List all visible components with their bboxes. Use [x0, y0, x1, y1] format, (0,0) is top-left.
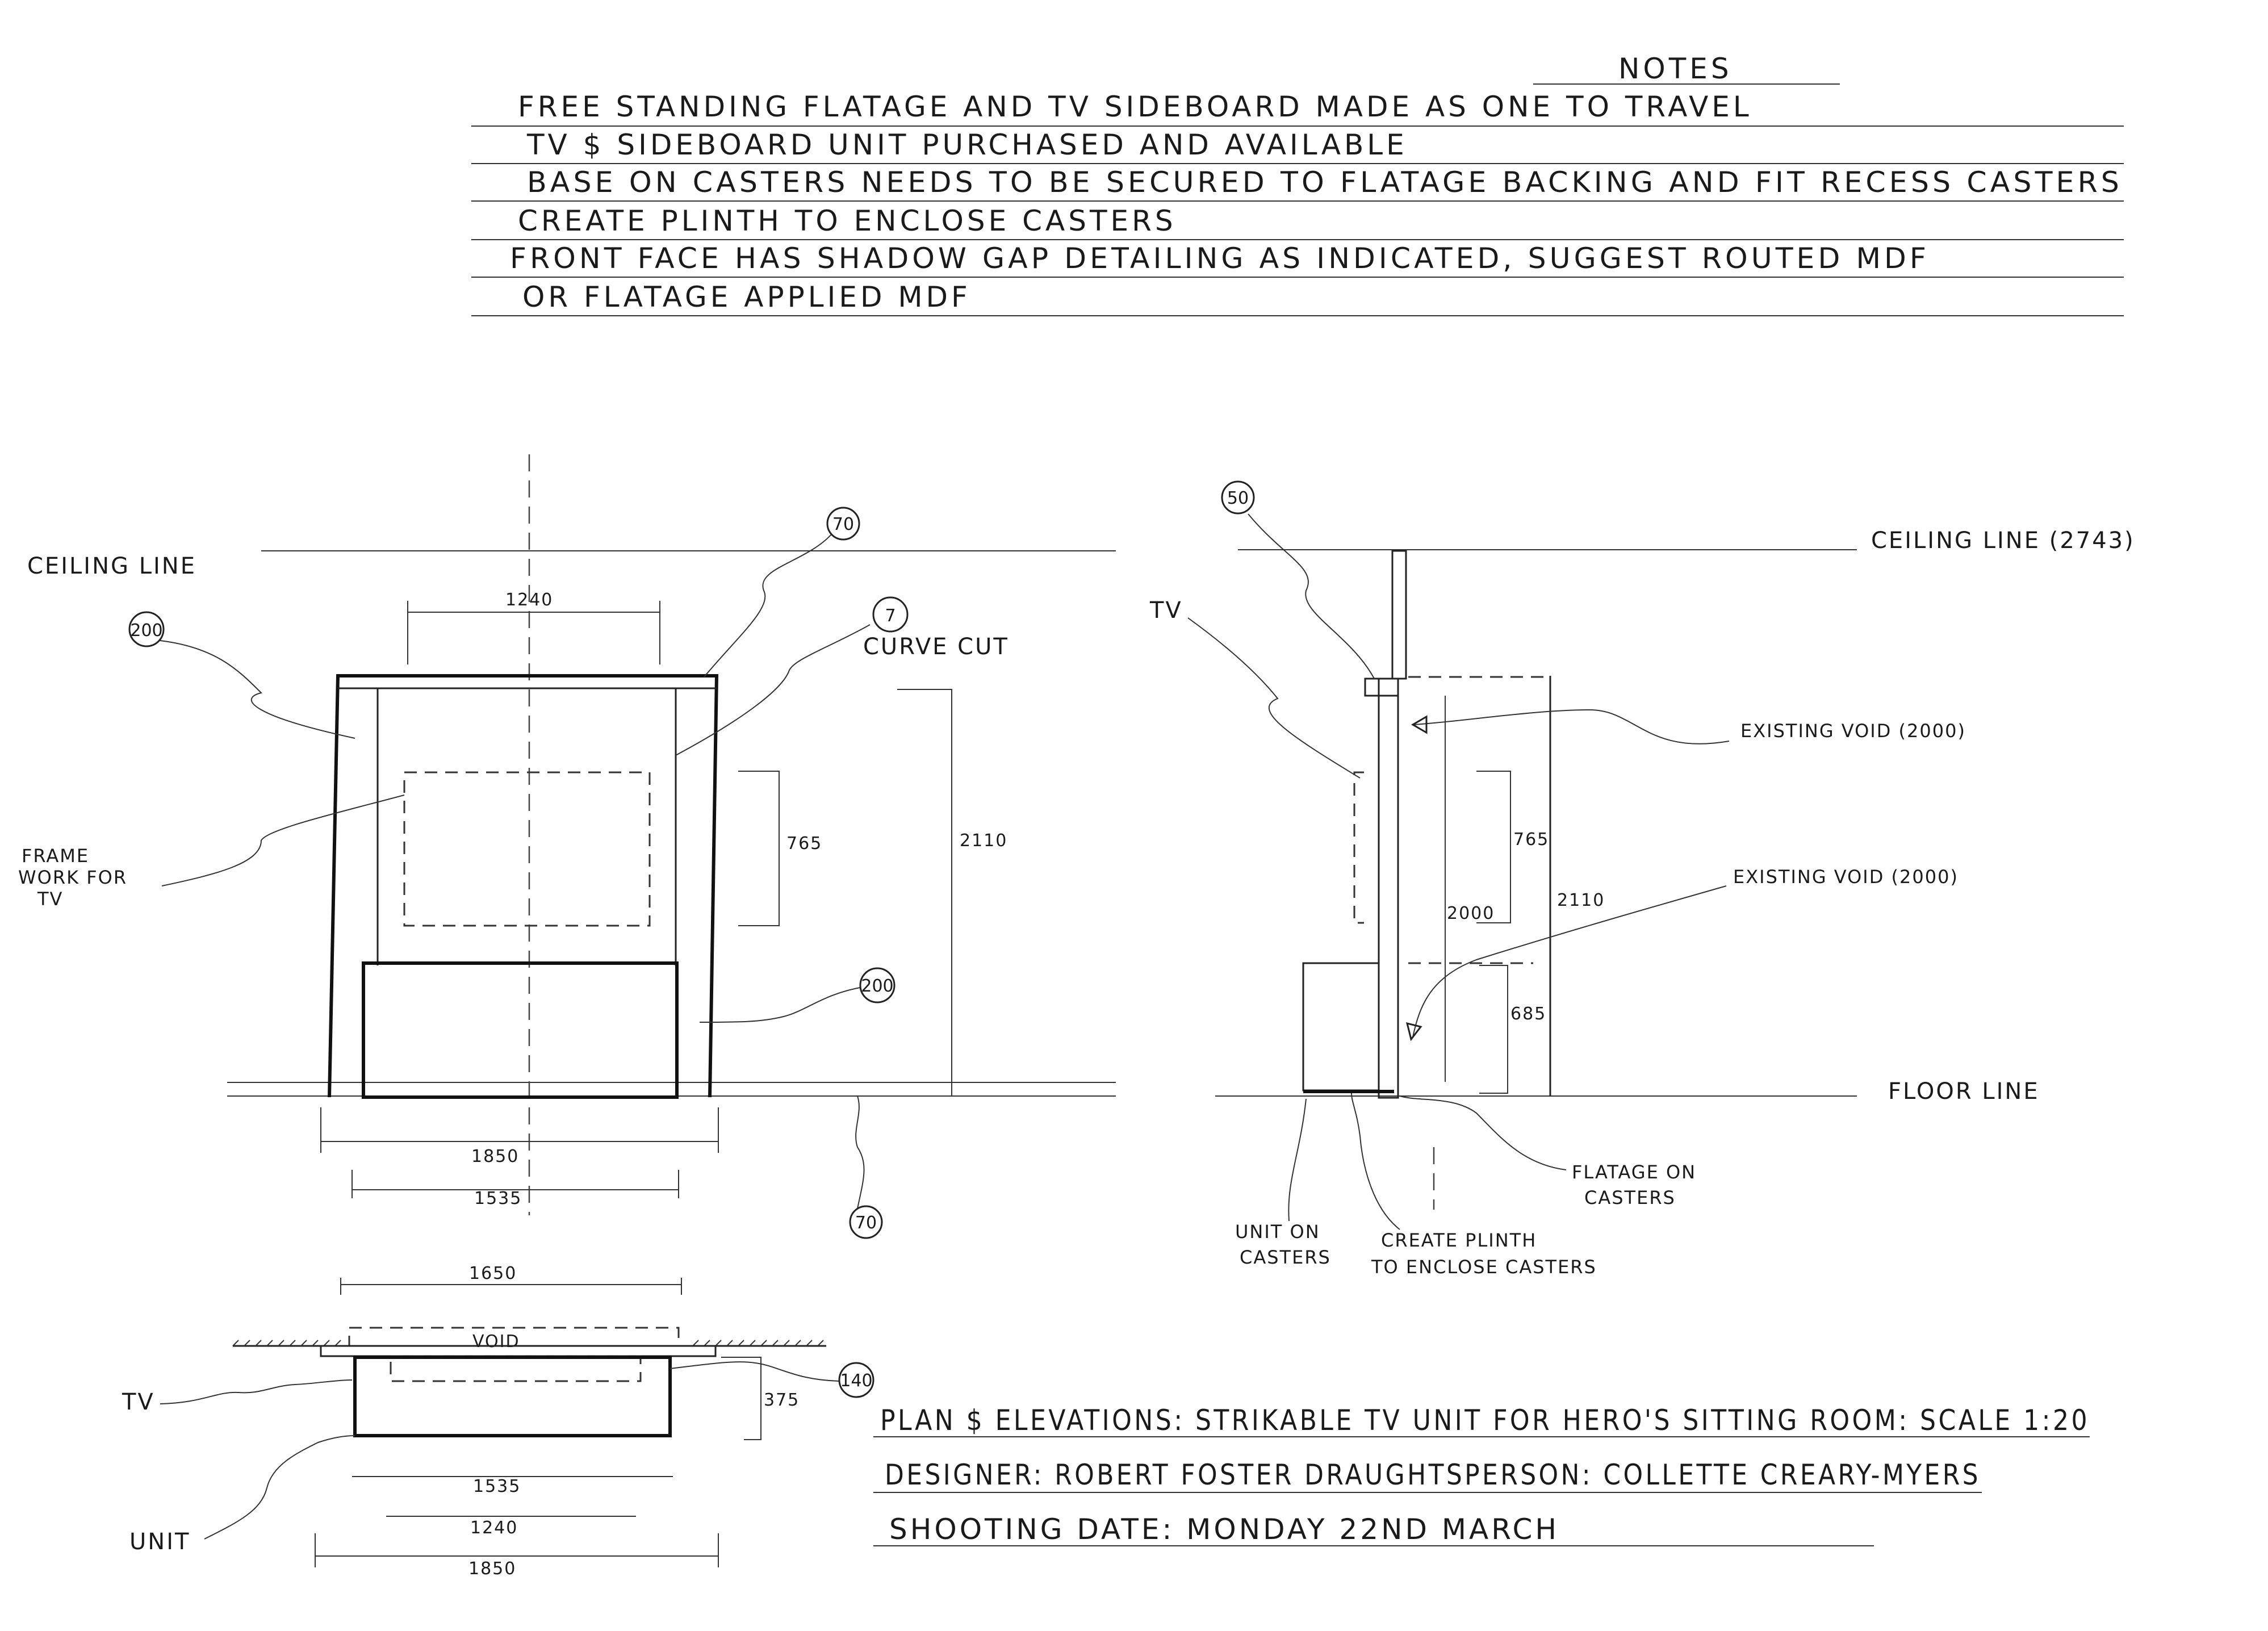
flatage-casters-label-2: CASTERS — [1584, 1187, 1676, 1208]
bubble-front-70-floor — [849, 1205, 883, 1239]
title-block: PLAN $ ELEVATIONS: STRIKABLE TV UNIT FOR… — [873, 1404, 2090, 1546]
side-ceiling-label: CEILING LINE (2743) — [1871, 528, 2135, 554]
dim-side-tv: 765 — [1513, 830, 1549, 850]
void-lower-label: EXISTING VOID (2000) — [1733, 866, 1959, 888]
dim-plan-outer: 1850 — [468, 1559, 516, 1579]
notes-heading: NOTES — [1618, 52, 1733, 85]
unit-casters-label-2: CASTERS — [1240, 1247, 1331, 1268]
frame-work-label-2: WORK FOR — [18, 867, 127, 888]
bubble-front-200-unit — [859, 967, 896, 1003]
frame-work-label-1: FRAME — [22, 845, 89, 867]
floor-line-label: FLOOR LINE — [1888, 1078, 2040, 1105]
note-line-5: FRONT FACE HAS SHADOW GAP DETAILING AS I… — [510, 242, 1930, 275]
flatage-casters-label-1: FLATAGE ON — [1572, 1161, 1696, 1183]
unit-casters-label-1: UNIT ON — [1235, 1221, 1320, 1243]
bubble-side-50-text: 50 — [1227, 488, 1249, 508]
note-line-2: TV $ SIDEBOARD UNIT PURCHASED AND AVAILA… — [526, 128, 1408, 161]
plinth-label-1: CREATE PLINTH — [1381, 1229, 1537, 1251]
dim-side-lower: 685 — [1510, 1004, 1546, 1024]
bubble-front-200-top-text: 200 — [130, 621, 162, 641]
void-upper-label: EXISTING VOID (2000) — [1740, 720, 1966, 742]
plan-void-label: VOID — [472, 1332, 520, 1352]
dim-plan-inner1: 1535 — [473, 1477, 521, 1496]
bubble-front-200-top — [128, 611, 165, 647]
dim-plan-top: 1650 — [469, 1264, 517, 1283]
note-line-6: OR FLATAGE APPLIED MDF — [522, 281, 971, 313]
bubble-plan-140 — [838, 1362, 874, 1398]
front-elevation: CEILING LINE 1240 765 2110 1850 — [18, 454, 1116, 1239]
bubble-front-70-top — [826, 507, 860, 541]
note-line-4: CREATE PLINTH TO ENCLOSE CASTERS — [518, 204, 1177, 237]
notes-block: NOTES FREE STANDING FLATAGE AND TV SIDEB… — [471, 52, 2124, 316]
dim-front-total-height: 2110 — [960, 831, 1007, 851]
title-line-2: DESIGNER: ROBERT FOSTER DRAUGHTSPERSON: … — [885, 1458, 1981, 1491]
plinth-label-2: TO ENCLOSE CASTERS — [1371, 1256, 1597, 1278]
bubble-front-7-text: 7 — [885, 606, 896, 626]
bubble-plan-140-text: 140 — [840, 1371, 872, 1391]
dim-front-tv-height: 765 — [786, 834, 822, 854]
note-line-1: FREE STANDING FLATAGE AND TV SIDEBOARD M… — [518, 90, 1752, 123]
bubble-front-70-floor-text: 70 — [855, 1213, 877, 1233]
note-line-3: BASE ON CASTERS NEEDS TO BE SECURED TO F… — [527, 166, 2123, 199]
title-line-1: PLAN $ ELEVATIONS: STRIKABLE TV UNIT FOR… — [880, 1404, 2090, 1437]
frame-work-label-3: TV — [37, 888, 63, 910]
side-tv-label: TV — [1149, 597, 1183, 624]
title-line-3: SHOOTING DATE: MONDAY 22ND MARCH — [889, 1513, 1559, 1546]
dim-front-top-width: 1240 — [505, 590, 553, 610]
dim-plan-inner2: 1240 — [470, 1518, 518, 1538]
front-ceiling-label: CEILING LINE — [27, 553, 196, 579]
side-elevation: CEILING LINE (2743) FLOOR LINE 765 2000 … — [1149, 480, 2135, 1278]
dim-side-total: 2110 — [1557, 890, 1605, 910]
dim-front-floor-inner: 1535 — [474, 1189, 522, 1208]
bubble-front-200-unit-text: 200 — [861, 976, 893, 996]
bubble-front-70-top-text: 70 — [832, 515, 854, 534]
dim-side-void: 2000 — [1447, 904, 1495, 923]
plan-view: VOID 1650 375 1535 1240 1850 140 TV — [122, 1264, 874, 1579]
bubble-front-7 — [872, 596, 909, 633]
curve-cut-label: CURVE CUT — [863, 634, 1009, 660]
plan-tv-label: TV — [122, 1389, 155, 1415]
dim-front-floor-outer: 1850 — [471, 1147, 519, 1166]
dim-plan-depth: 375 — [764, 1390, 800, 1410]
bubble-side-50 — [1221, 480, 1255, 515]
plan-unit-label: UNIT — [129, 1529, 190, 1555]
